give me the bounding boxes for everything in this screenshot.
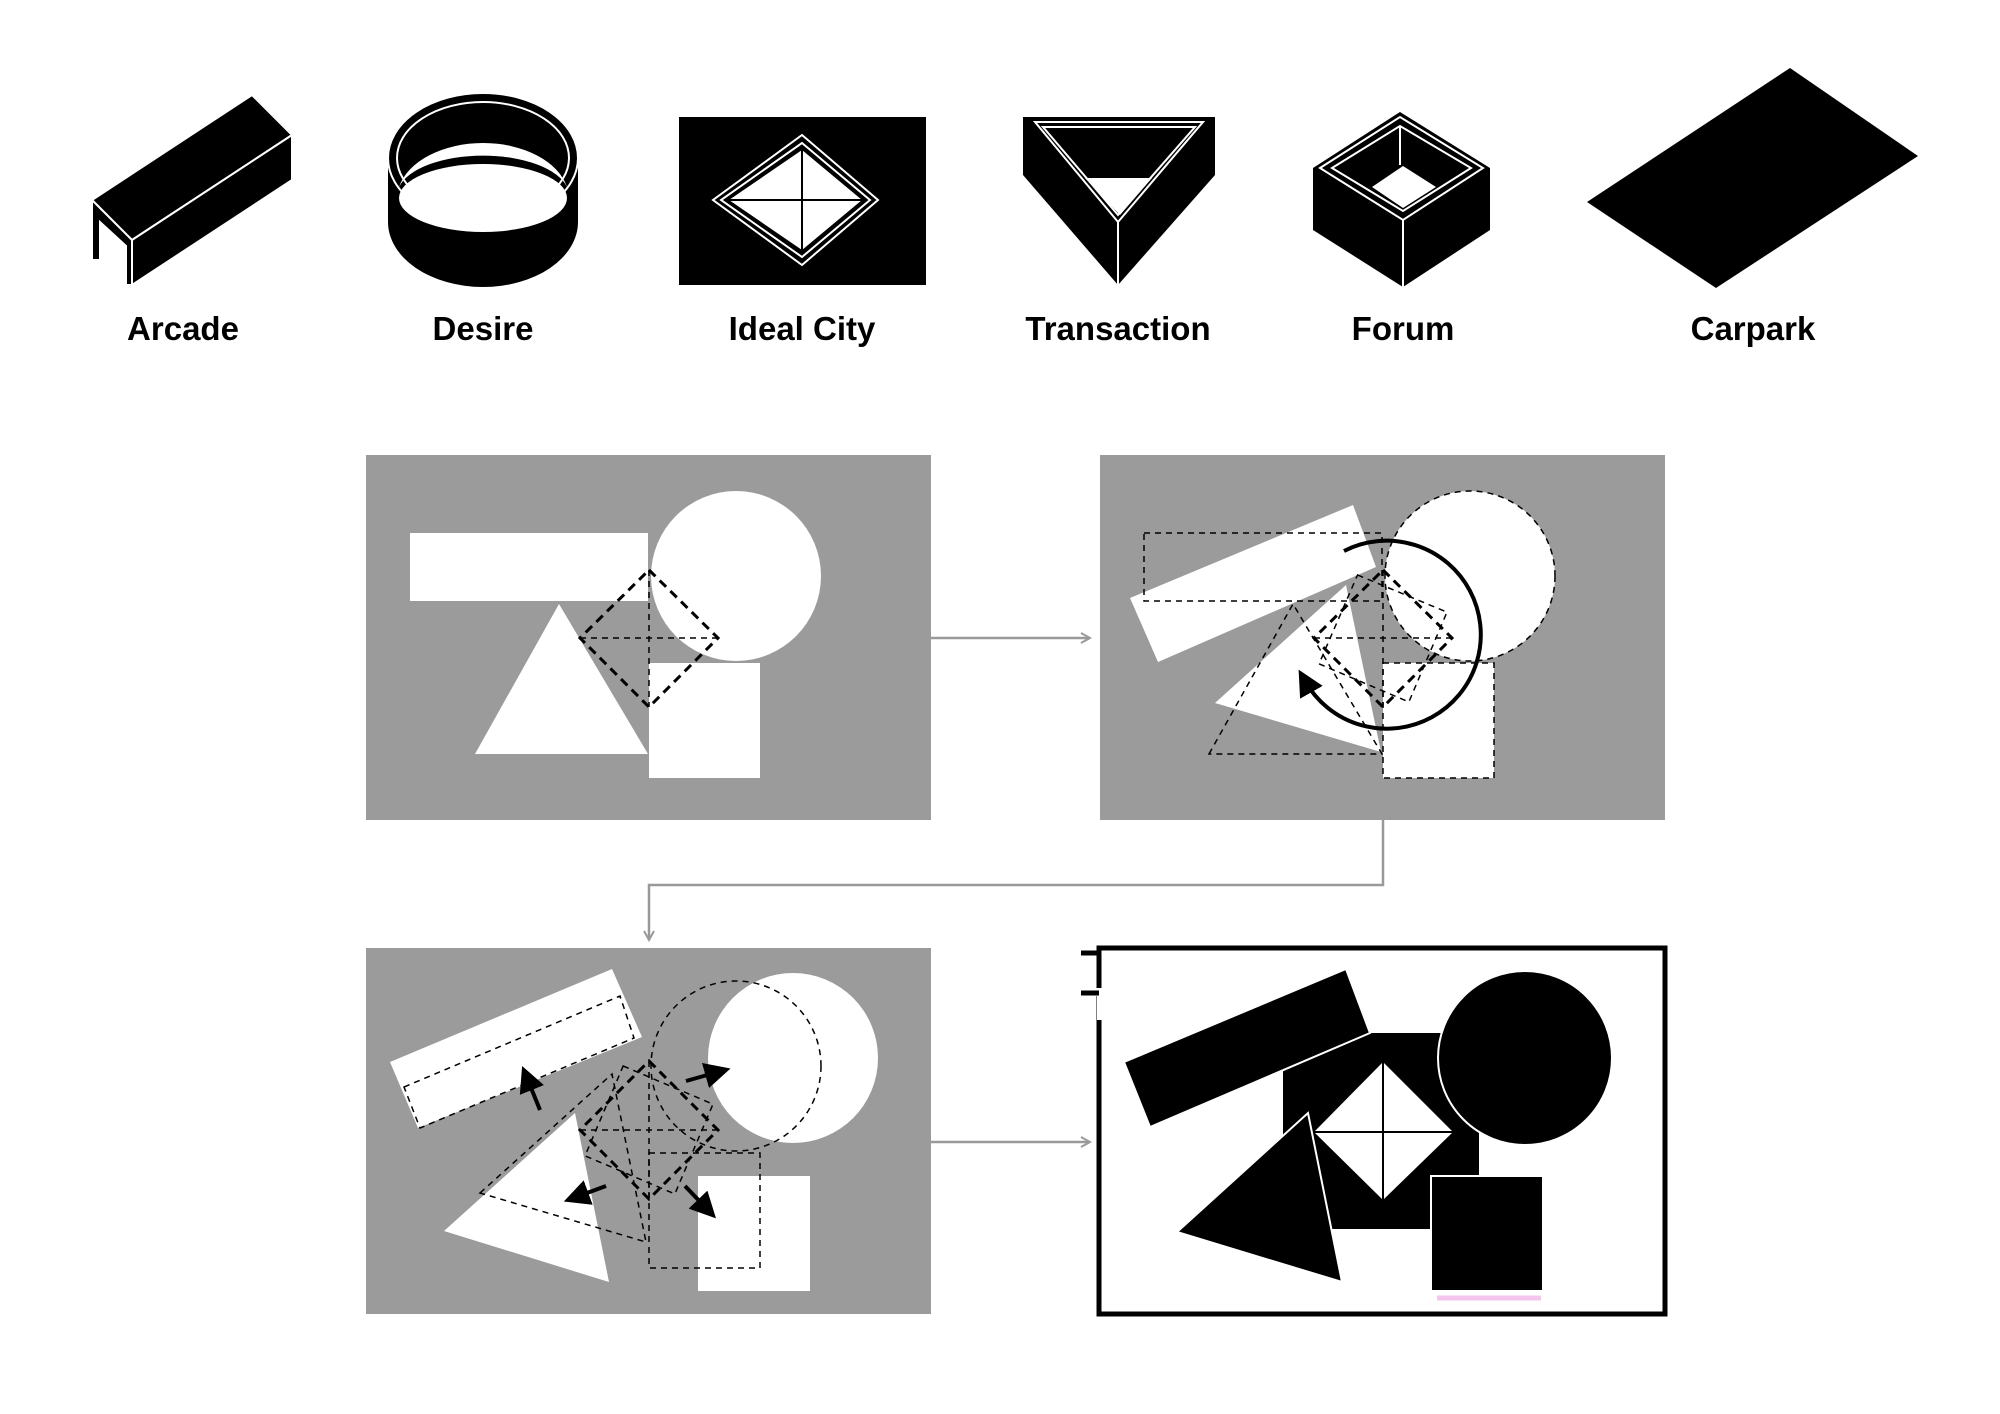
move-arrow-square — [683, 1184, 716, 1219]
diamond-outline — [577, 567, 721, 710]
arcade-bar — [1122, 967, 1372, 1129]
move-arrow-triangle — [563, 1180, 607, 1205]
carpark-label: Carpark — [1691, 310, 1816, 347]
triangle-shape — [475, 604, 648, 754]
transaction-label: Transaction — [1025, 310, 1210, 347]
panel-translation-step — [366, 948, 931, 1314]
circle-shape — [1384, 490, 1556, 662]
flow-arrow-2 — [649, 820, 1385, 940]
forum-icon — [1313, 112, 1490, 287]
rotated-triangle-shape — [1215, 585, 1381, 752]
diamond-outline — [1311, 567, 1455, 710]
carpark-square — [1430, 1175, 1544, 1292]
desire-icon — [387, 92, 579, 287]
panel-rotation-step — [1100, 455, 1665, 820]
moved-circle-shape — [708, 973, 878, 1143]
arcade-icon — [90, 93, 294, 287]
desire-label: Desire — [433, 310, 534, 347]
transaction-triangle — [1175, 1111, 1344, 1284]
bar-shape — [410, 533, 648, 601]
moved-triangle-shape — [444, 1113, 609, 1282]
panel-original-composition — [366, 455, 931, 820]
square-shape — [1382, 662, 1495, 779]
moved-square-shape — [698, 1176, 810, 1291]
move-arrow-bar — [519, 1065, 544, 1111]
transaction-icon — [1023, 117, 1215, 285]
rotation-arrow — [1298, 538, 1483, 731]
carpark-icon — [1587, 68, 1918, 288]
arcade-label: Arcade — [127, 310, 239, 347]
forum-label: Forum — [1352, 310, 1455, 347]
square-shape — [649, 663, 760, 778]
ideal-city-label: Ideal City — [729, 310, 876, 347]
move-arrow-circle — [685, 1063, 731, 1089]
moved-bar-shape — [390, 969, 642, 1128]
circle-shape — [651, 491, 821, 661]
desire-circle — [1437, 970, 1613, 1146]
ideal-city-icon — [679, 117, 926, 285]
rotated-bar-shape — [1130, 505, 1376, 662]
panel-final-composition — [1081, 945, 1668, 1317]
